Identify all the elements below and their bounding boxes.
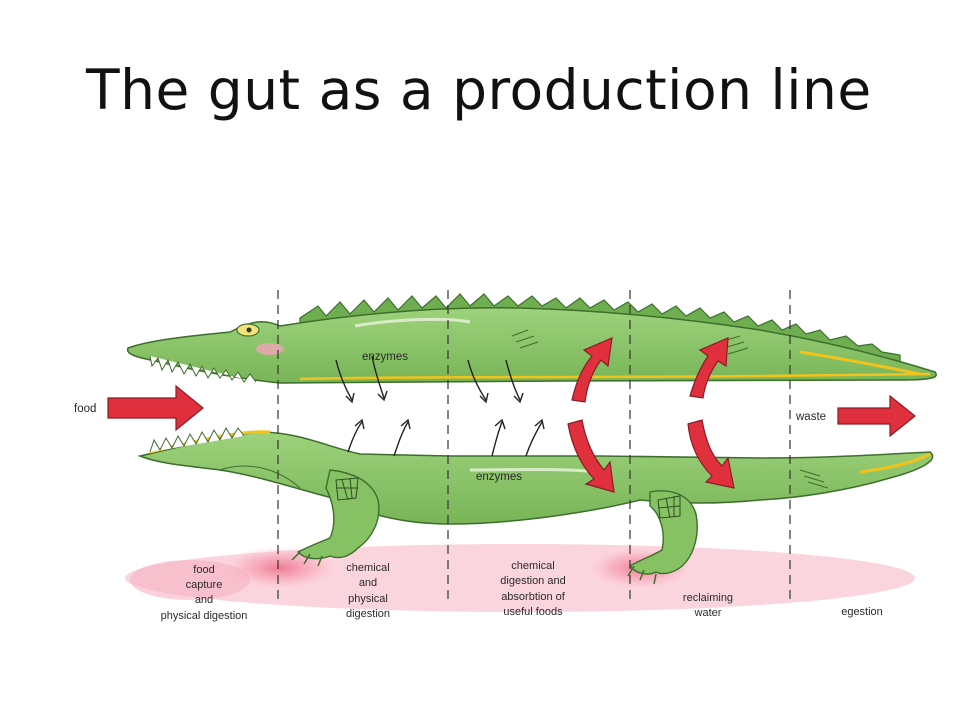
svg-text:capture: capture <box>186 579 223 591</box>
crocodile-upper-body <box>126 293 937 384</box>
svg-text:egestion: egestion <box>841 606 883 618</box>
waste-arrow <box>837 394 916 438</box>
stage-reclaiming-water: reclaiming water <box>683 592 733 619</box>
food-label: food <box>74 403 96 415</box>
crocodile-lower-body <box>137 426 934 585</box>
enzymes-lower-label: enzymes <box>476 471 522 483</box>
enzyme-arrows <box>335 355 545 457</box>
svg-text:reclaiming: reclaiming <box>683 592 733 604</box>
svg-text:chemical: chemical <box>346 562 389 574</box>
stage-chemical-absorption: chemical digestion and absorbtion of use… <box>500 560 565 618</box>
stage-egestion: egestion <box>841 606 883 618</box>
food-arrow <box>107 384 204 432</box>
back-leg <box>628 490 698 575</box>
svg-text:physical digestion: physical digestion <box>161 610 248 622</box>
waste-label: waste <box>795 411 826 423</box>
enzymes-upper-label: enzymes <box>362 351 408 363</box>
svg-text:useful foods: useful foods <box>503 606 563 618</box>
lower-body <box>137 431 934 525</box>
svg-text:absorbtion of: absorbtion of <box>501 591 566 603</box>
slide-title: The gut as a production line <box>86 58 872 122</box>
svg-text:water: water <box>694 607 722 619</box>
svg-text:physical: physical <box>348 593 388 605</box>
svg-text:and: and <box>359 577 377 589</box>
stage-chemical-physical: chemical and physical digestion <box>346 562 390 620</box>
svg-text:and: and <box>195 594 213 606</box>
svg-text:chemical: chemical <box>511 560 554 572</box>
stage-dividers <box>277 290 791 605</box>
svg-text:digestion and: digestion and <box>500 575 565 587</box>
svg-text:digestion: digestion <box>346 608 390 620</box>
upper-body <box>126 307 937 384</box>
stage-food-capture: food capture and physical digestion <box>161 564 248 622</box>
svg-text:food: food <box>193 564 214 576</box>
lower-teeth <box>149 426 245 453</box>
upper-teeth <box>149 355 257 383</box>
absorption-arrows <box>567 337 735 493</box>
front-leg <box>296 469 380 560</box>
